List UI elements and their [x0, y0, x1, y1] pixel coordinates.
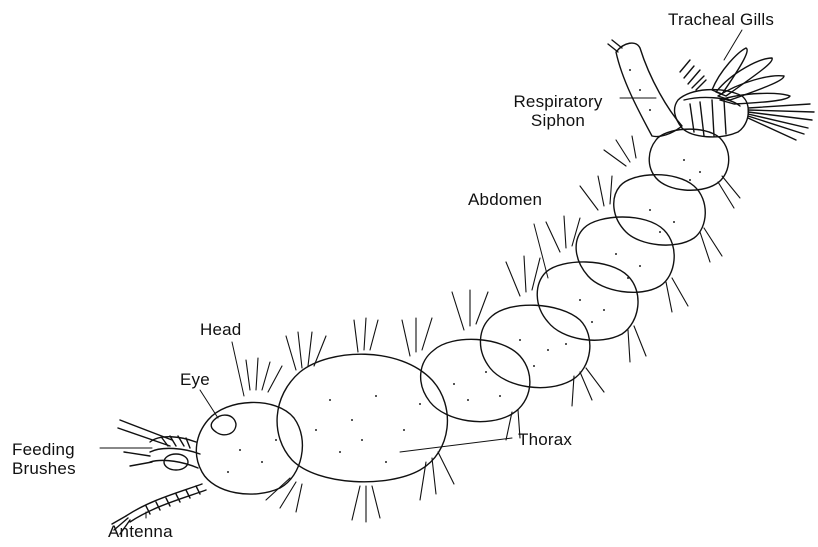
label-feeding-brushes-line1: Feeding: [12, 440, 76, 459]
abdomen-segments: [421, 129, 729, 422]
label-head: Head: [200, 320, 241, 339]
label-respiratory-siphon-line1: Respiratory: [488, 92, 628, 111]
label-respiratory-siphon: Respiratory Siphon: [488, 92, 628, 130]
label-eye: Eye: [180, 370, 210, 389]
label-antenna: Antenna: [108, 522, 173, 541]
label-tracheal-gills: Tracheal Gills: [668, 10, 774, 29]
eye-shape: [211, 415, 236, 435]
label-feeding-brushes-line2: Brushes: [12, 459, 76, 478]
feeding-brushes: [118, 420, 200, 470]
thorax: [277, 354, 447, 482]
head: [196, 402, 302, 494]
label-respiratory-siphon-line2: Siphon: [488, 111, 628, 130]
stipple-dots: [227, 69, 701, 473]
label-abdomen: Abdomen: [468, 190, 542, 209]
tracheal-gills: [680, 48, 814, 140]
label-feeding-brushes: Feeding Brushes: [12, 440, 76, 478]
label-thorax: Thorax: [518, 430, 572, 449]
